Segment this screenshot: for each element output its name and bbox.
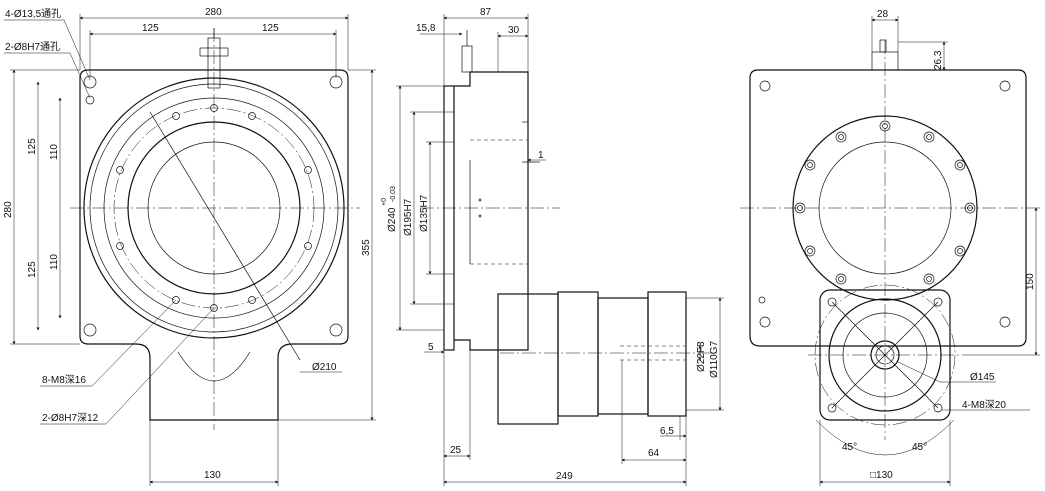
callout-motor-threads: 4-M8深20	[962, 399, 1006, 411]
right-view: 28 26,3 150 Ø145 4-M8深20 □130 45° 45°	[740, 9, 1040, 486]
dim-right-26-3: 26,3	[933, 50, 944, 70]
dim-side-195: Ø195H7	[403, 198, 414, 236]
angle-left-45: 45°	[842, 442, 857, 453]
callout-pin-holes-deep: 2-Ø8H7深12	[42, 412, 99, 424]
dim-side-30: 30	[508, 25, 520, 36]
front-view: 280 125 125 280 125 125 110 110 355 130 …	[3, 7, 376, 486]
dim-side-5: 5	[428, 342, 434, 353]
dim-side-87: 87	[480, 7, 492, 18]
dim-side-1: 1	[538, 150, 544, 161]
dim-left-280: 280	[3, 201, 14, 218]
side-view: 87 15,8 30 1 Ø240 +0 -0.03 Ø195H7 Ø135H7…	[381, 7, 724, 486]
dim-side-25: 25	[450, 445, 462, 456]
dim-right-150: 150	[1025, 273, 1036, 290]
dim-side-6-5: 6,5	[660, 426, 674, 437]
dim-side-135: Ø135H7	[419, 194, 430, 232]
dim-right-145: Ø145	[970, 372, 995, 383]
dim-side-15-8: 15,8	[416, 23, 436, 34]
dim-side-240: Ø240	[387, 207, 398, 232]
dim-side-shaft-22: Ø22F8	[696, 341, 707, 372]
dim-left-125-lower: 125	[27, 261, 38, 278]
callout-bolt-circle: Ø210	[312, 362, 337, 373]
dim-side-240-tol-up: +0	[381, 198, 388, 206]
dim-left-125-upper: 125	[27, 138, 38, 155]
dim-top-125-left: 125	[142, 23, 159, 34]
dim-side-64: 64	[648, 448, 660, 459]
dim-side-110: Ø110G7	[709, 341, 720, 378]
callout-through-holes: 4-Ø13,5通孔	[5, 8, 61, 20]
dim-bottom-130: 130	[204, 470, 221, 481]
dim-side-249: 249	[556, 471, 573, 482]
dim-side-240-tol-down: -0.03	[390, 186, 397, 202]
dim-right-square-130: □130	[870, 470, 893, 481]
dim-inner-110-upper: 110	[49, 144, 60, 160]
dim-top-125-right: 125	[262, 23, 279, 34]
dim-right-28: 28	[877, 9, 889, 20]
dim-right-355: 355	[361, 239, 372, 256]
right-bolt-holes	[794, 120, 976, 285]
dim-inner-110-lower: 110	[49, 254, 60, 270]
dim-top-280: 280	[205, 7, 222, 18]
callout-pin-holes: 2-Ø8H7通孔	[5, 41, 60, 53]
callout-thread-holes: 8-M8深16	[42, 374, 86, 386]
angle-right-45: 45°	[912, 442, 927, 453]
